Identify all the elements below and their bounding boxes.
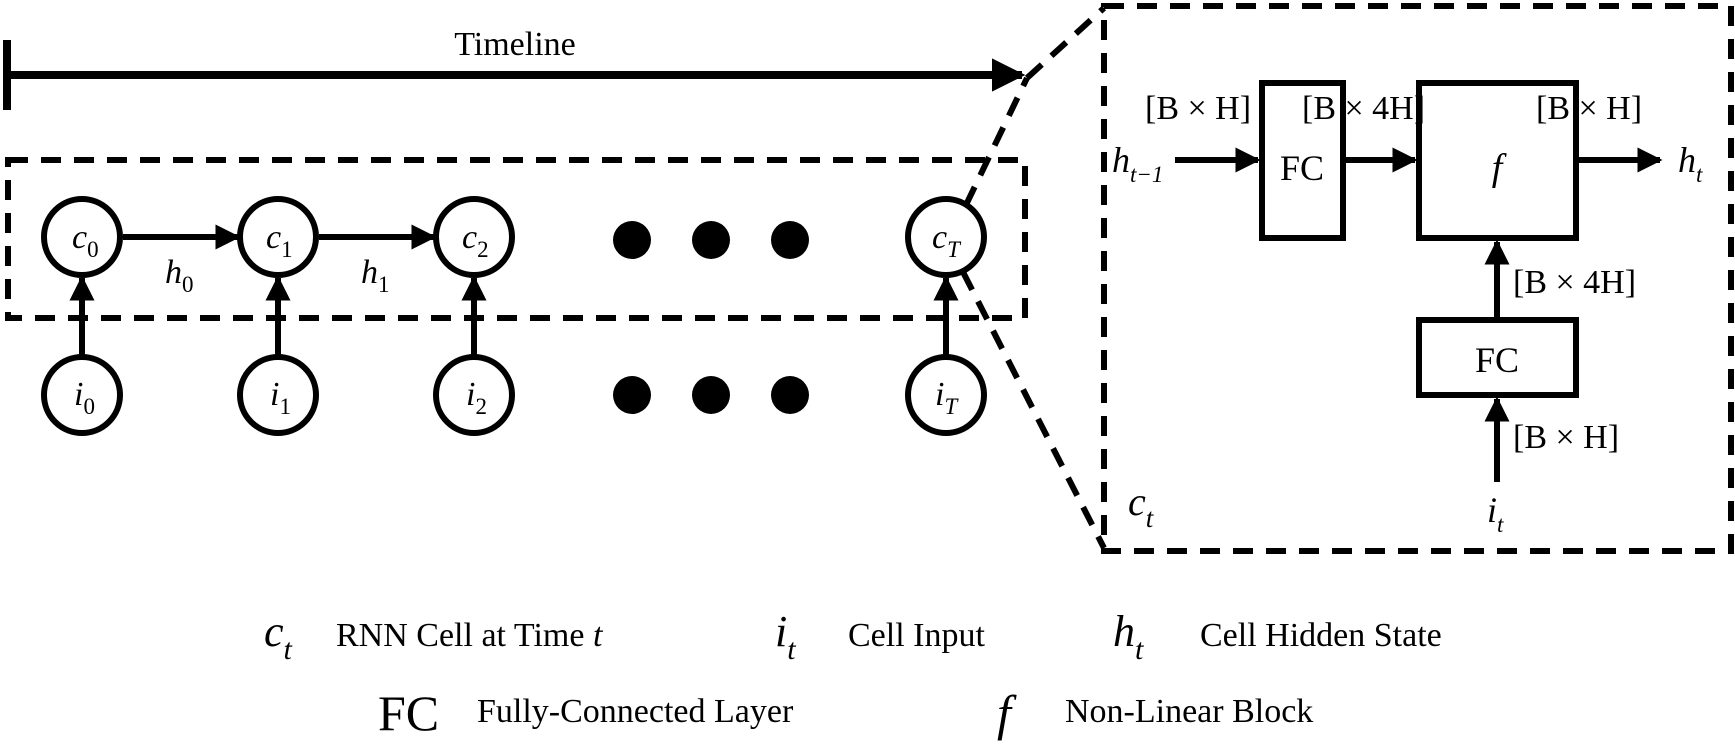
- dim-fc2-out: [B × 4H]: [1513, 264, 1636, 301]
- legend-fc-text: Fully-Connected Layer: [477, 693, 794, 730]
- fc-block-hidden: [1259, 80, 1346, 241]
- input-node-0: [41, 354, 123, 436]
- zoom-line-top: [1024, 5, 1107, 81]
- legend-fc-symbol: FC: [378, 685, 439, 741]
- cell-node-0: [41, 196, 123, 278]
- legend-f-text: Non-Linear Block: [1065, 693, 1313, 730]
- dim-i-in: [B × H]: [1513, 419, 1619, 456]
- h-in-label: ht−1: [1112, 140, 1163, 187]
- input-label-2: i2: [466, 376, 487, 419]
- input-node-2: [433, 354, 515, 436]
- zoom-line-bottom: [960, 270, 1107, 550]
- detail-cell-label: ct: [1128, 479, 1155, 533]
- input-label-0: i0: [74, 376, 95, 419]
- cell-label-2: c2: [462, 219, 489, 262]
- dim-h-in: [B × H]: [1145, 90, 1251, 127]
- fc-block-input-label: FC: [1475, 340, 1519, 380]
- cell-node-T: [905, 196, 987, 278]
- ellipsis-dots-top: [613, 221, 809, 259]
- legend-input-symbol: it: [775, 607, 796, 666]
- ellipsis-dots-bottom: [613, 376, 809, 414]
- legend-hidden-text: Cell Hidden State: [1200, 617, 1442, 654]
- legend-input-text: Cell Input: [848, 617, 985, 654]
- hidden-label-0: h0: [165, 254, 194, 297]
- cell-node-2: [433, 196, 515, 278]
- input-label-T: iT: [935, 376, 959, 419]
- legend: ct RNN Cell at Time t it Cell Input ht C…: [264, 607, 1442, 741]
- cell-label-1: c1: [266, 219, 293, 262]
- fc-block-input: [1416, 317, 1579, 398]
- input-node-1: [237, 354, 319, 436]
- legend-cell-text: RNN Cell at Time t: [336, 617, 604, 654]
- input-label-1: i1: [270, 376, 291, 419]
- dim-fc-out: [B × 4H]: [1302, 90, 1425, 127]
- cell-node-1: [237, 196, 319, 278]
- timeline-label: Timeline: [454, 26, 576, 63]
- fc-block-hidden-label: FC: [1280, 148, 1324, 188]
- timeline: Timeline: [3, 26, 1026, 110]
- cell-detail-region: [1101, 3, 1734, 554]
- dim-h-out: [B × H]: [1536, 90, 1642, 127]
- input-node-T: [905, 354, 987, 436]
- i-in-label: it: [1487, 490, 1504, 537]
- cell-chain-region: [5, 157, 1028, 321]
- cell-label-T: cT: [932, 219, 962, 262]
- cell-label-0: c0: [72, 219, 99, 262]
- legend-cell-symbol: ct: [264, 607, 293, 666]
- hidden-label-1: h1: [361, 254, 390, 297]
- legend-hidden-symbol: ht: [1113, 607, 1144, 666]
- legend-f-symbol: f: [997, 685, 1017, 741]
- zoom-line-top-inner: [963, 76, 1030, 207]
- nonlinear-block: [1416, 80, 1579, 241]
- h-out-label: ht: [1678, 140, 1703, 187]
